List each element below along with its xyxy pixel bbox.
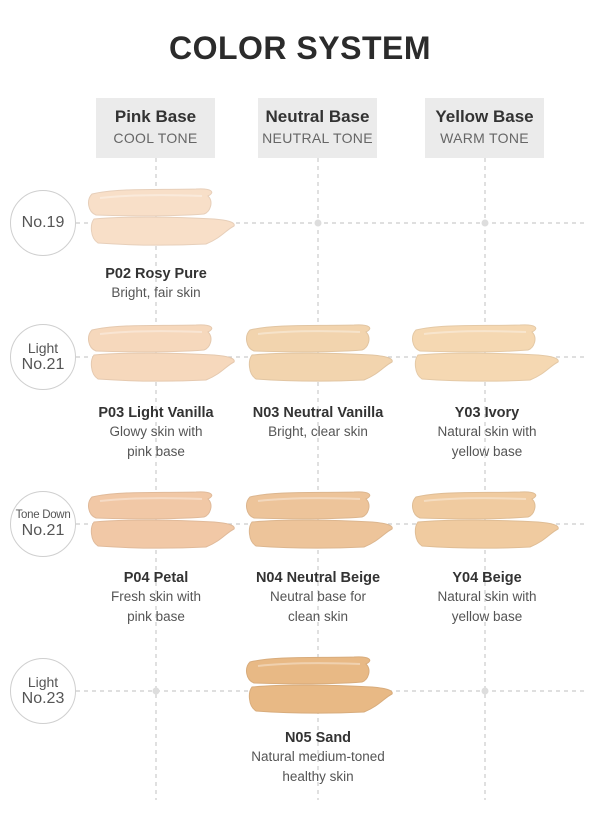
swatch-stroke-top [88, 188, 213, 217]
shade-n04: N04 Neutral Beige Neutral base for clean… [233, 570, 403, 626]
row-badge-label: Light [27, 339, 59, 356]
column-header-main: Neutral Base [265, 107, 370, 126]
swatch-p04 [88, 491, 235, 549]
column-header-neutral: Neutral Base NEUTRAL TONE [258, 98, 377, 158]
row-badge-light-no21: Light No.21 [10, 324, 76, 390]
swatch-highlight [257, 497, 361, 502]
shade-description: clean skin [287, 609, 349, 624]
swatch-stroke-top [246, 324, 371, 353]
shade-name: P02 Rosy Pure [105, 266, 207, 282]
shade-p04: P04 Petal Fresh skin with pink base [71, 570, 241, 626]
swatch-highlight [99, 194, 203, 199]
grid-node [481, 219, 489, 227]
swatch-highlight [423, 330, 527, 335]
shade-p02: P02 Rosy Pure Bright, fair skin [71, 266, 241, 302]
column-header-yellow: Yellow Base WARM TONE [425, 98, 544, 158]
swatch-stroke-bottom [414, 519, 559, 549]
shade-description: Natural skin with [437, 424, 537, 439]
swatch-y03 [412, 324, 559, 382]
shade-n03: N03 Neutral Vanilla Bright, clear skin [233, 405, 403, 441]
row-badge-number: No.21 [21, 521, 65, 539]
swatch-n03 [246, 324, 393, 382]
column-header-sub: NEUTRAL TONE [262, 130, 373, 146]
shade-name: N04 Neutral Beige [255, 570, 381, 586]
shade-description: pink base [127, 609, 185, 624]
swatch-n04 [246, 491, 393, 549]
swatch-stroke-top [412, 324, 537, 353]
shade-description: Natural medium-toned [251, 749, 385, 764]
row-badge-label: Tone Down [15, 508, 71, 521]
shade-description: Glowy skin with [109, 424, 203, 439]
shade-description: yellow base [451, 609, 523, 624]
row-badge-number: No.19 [21, 214, 65, 232]
swatch-stroke-bottom [414, 352, 559, 382]
shade-description: Fresh skin with [110, 589, 202, 604]
row-badge-number: No.23 [21, 689, 65, 707]
shade-name: N03 Neutral Vanilla [252, 405, 384, 421]
shade-description: yellow base [451, 444, 523, 459]
shade-description: Natural skin with [437, 589, 537, 604]
swatch-stroke-bottom [90, 519, 235, 549]
swatch-p03 [88, 324, 235, 382]
shade-description: pink base [127, 444, 185, 459]
column-header-main: Yellow Base [435, 107, 534, 126]
column-header-main: Pink Base [114, 107, 197, 126]
swatch-highlight [257, 662, 361, 667]
swatch-highlight [257, 330, 361, 335]
row-badge-number: No.21 [21, 355, 65, 373]
shade-description: healthy skin [282, 769, 354, 784]
grid-node [152, 687, 160, 695]
column-header-pink: Pink Base COOL TONE [96, 98, 215, 158]
row-badge-tonedown-no21: Tone Down No.21 [10, 491, 76, 557]
grid-node [481, 687, 489, 695]
shade-n05: N05 Sand Natural medium-toned healthy sk… [233, 730, 403, 786]
swatch-stroke-bottom [248, 684, 393, 714]
shade-p03: P03 Light Vanilla Glowy skin with pink b… [71, 405, 241, 461]
grid-node [314, 219, 322, 227]
swatch-stroke-top [88, 324, 213, 353]
shade-name: P03 Light Vanilla [98, 405, 214, 421]
swatch-stroke-top [88, 491, 213, 520]
swatch-n05 [246, 656, 393, 714]
row-badge-label: Light [27, 673, 59, 690]
shade-name: N05 Sand [284, 730, 352, 746]
shade-y03: Y03 Ivory Natural skin with yellow base [402, 405, 572, 461]
swatch-stroke-bottom [248, 352, 393, 382]
row-badge-light-no23: Light No.23 [10, 658, 76, 724]
swatch-y04 [412, 491, 559, 549]
shade-name: Y04 Beige [452, 570, 522, 586]
swatch-stroke-bottom [90, 352, 235, 382]
swatch-stroke-bottom [90, 216, 235, 246]
page-title: COLOR SYSTEM [168, 30, 431, 66]
shade-y04: Y04 Beige Natural skin with yellow base [402, 570, 572, 626]
swatch-highlight [423, 497, 527, 502]
swatch-stroke-top [246, 491, 371, 520]
swatch-highlight [99, 497, 203, 502]
swatch-highlight [99, 330, 203, 335]
shade-name: P04 Petal [123, 570, 189, 586]
shade-description: Bright, clear skin [268, 424, 368, 439]
column-header-sub: COOL TONE [113, 130, 198, 146]
shade-description: Neutral base for [269, 589, 367, 604]
shade-name: Y03 Ivory [454, 405, 520, 421]
swatch-stroke-top [246, 656, 371, 685]
column-header-sub: WARM TONE [440, 130, 529, 146]
swatch-stroke-top [412, 491, 537, 520]
swatch-p02 [88, 188, 235, 246]
row-badge-no19: No.19 [10, 190, 76, 256]
swatch-stroke-bottom [248, 519, 393, 549]
shade-description: Bright, fair skin [111, 285, 201, 300]
